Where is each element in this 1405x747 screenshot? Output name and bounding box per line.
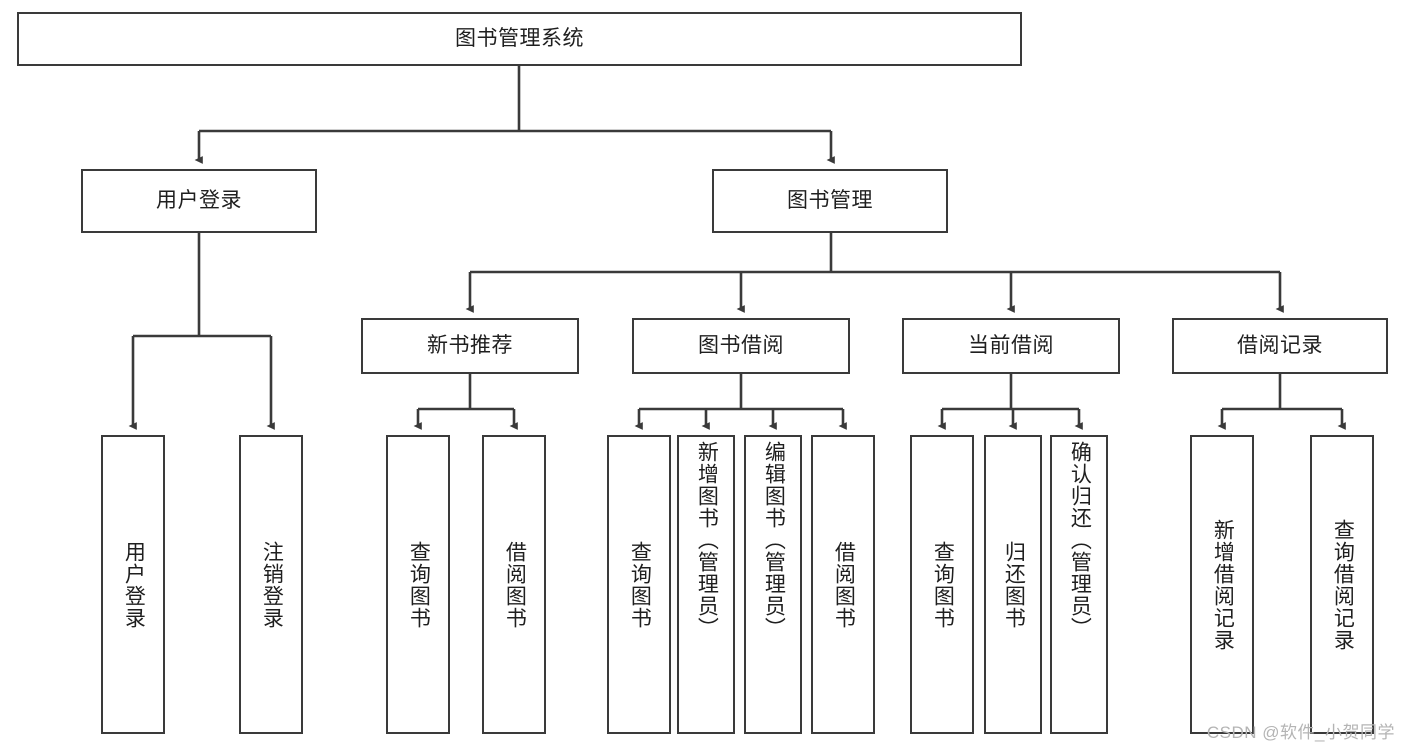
node-book-borrow[interactable]: 图书借阅: [632, 318, 850, 374]
leaf-query-book-current-label: 查询图书: [931, 540, 955, 629]
node-current-borrow[interactable]: 当前借阅: [902, 318, 1120, 374]
node-user-login[interactable]: 用户登录: [81, 169, 317, 233]
leaf-edit-book-admin-label: 编辑图书（管理员）: [762, 441, 786, 639]
leaf-add-book-admin-label: 新增图书（管理员）: [695, 441, 719, 639]
leaf-query-book-borrow-label: 查询图书: [628, 540, 652, 629]
node-borrow-record-label: 借阅记录: [1237, 333, 1323, 357]
node-root-label: 图书管理系统: [455, 26, 584, 50]
leaf-add-borrow-record[interactable]: 新增借阅记录: [1190, 435, 1254, 734]
leaf-logout-login[interactable]: 注销登录: [239, 435, 303, 734]
node-book-manage[interactable]: 图书管理: [712, 169, 948, 233]
node-user-login-label: 用户登录: [156, 188, 242, 212]
node-current-borrow-label: 当前借阅: [968, 333, 1054, 357]
node-borrow-record[interactable]: 借阅记录: [1172, 318, 1388, 374]
leaf-borrow-book-recommend[interactable]: 借阅图书: [482, 435, 546, 734]
leaf-user-login-label: 用户登录: [122, 540, 146, 629]
leaf-user-login[interactable]: 用户登录: [101, 435, 165, 734]
leaf-edit-book-admin[interactable]: 编辑图书（管理员）: [744, 435, 802, 734]
leaf-confirm-return-admin-label: 确认归还（管理员）: [1068, 441, 1092, 639]
leaf-logout-login-label: 注销登录: [260, 540, 284, 629]
node-new-book-recommend[interactable]: 新书推荐: [361, 318, 579, 374]
leaf-borrow-book-recommend-label: 借阅图书: [503, 540, 527, 629]
leaf-query-borrow-record[interactable]: 查询借阅记录: [1310, 435, 1374, 734]
watermark: CSDN @软件_小贺同学: [1206, 723, 1395, 742]
leaf-query-book-recommend-label: 查询图书: [407, 540, 431, 629]
leaf-return-book[interactable]: 归还图书: [984, 435, 1042, 734]
node-book-manage-label: 图书管理: [787, 188, 873, 212]
leaf-add-book-admin[interactable]: 新增图书（管理员）: [677, 435, 735, 734]
leaf-query-book-recommend[interactable]: 查询图书: [386, 435, 450, 734]
leaf-add-borrow-record-label: 新增借阅记录: [1211, 518, 1235, 651]
node-new-book-recommend-label: 新书推荐: [427, 333, 513, 357]
node-root[interactable]: 图书管理系统: [17, 12, 1022, 66]
leaf-query-book-current[interactable]: 查询图书: [910, 435, 974, 734]
leaf-confirm-return-admin[interactable]: 确认归还（管理员）: [1050, 435, 1108, 734]
leaf-query-borrow-record-label: 查询借阅记录: [1331, 518, 1355, 651]
leaf-return-book-label: 归还图书: [1002, 540, 1026, 629]
leaf-borrow-book-label: 借阅图书: [832, 540, 856, 629]
node-book-borrow-label: 图书借阅: [698, 333, 784, 357]
leaf-query-book-borrow[interactable]: 查询图书: [607, 435, 671, 734]
leaf-borrow-book[interactable]: 借阅图书: [811, 435, 875, 734]
